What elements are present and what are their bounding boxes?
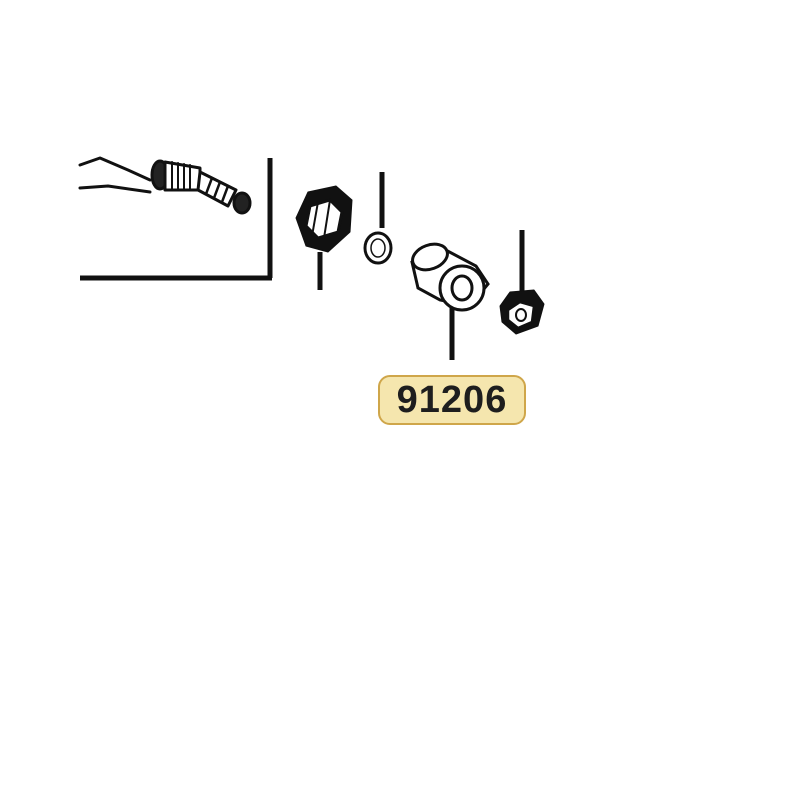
castle-nut-icon [295,185,353,253]
part-number-callout[interactable]: 91206 [378,375,526,425]
tie-rod-end [78,156,252,215]
bushing-icon [410,242,490,312]
inset-frame [80,158,273,281]
lock-nut-icon [499,289,545,335]
washer-icon [363,231,393,265]
